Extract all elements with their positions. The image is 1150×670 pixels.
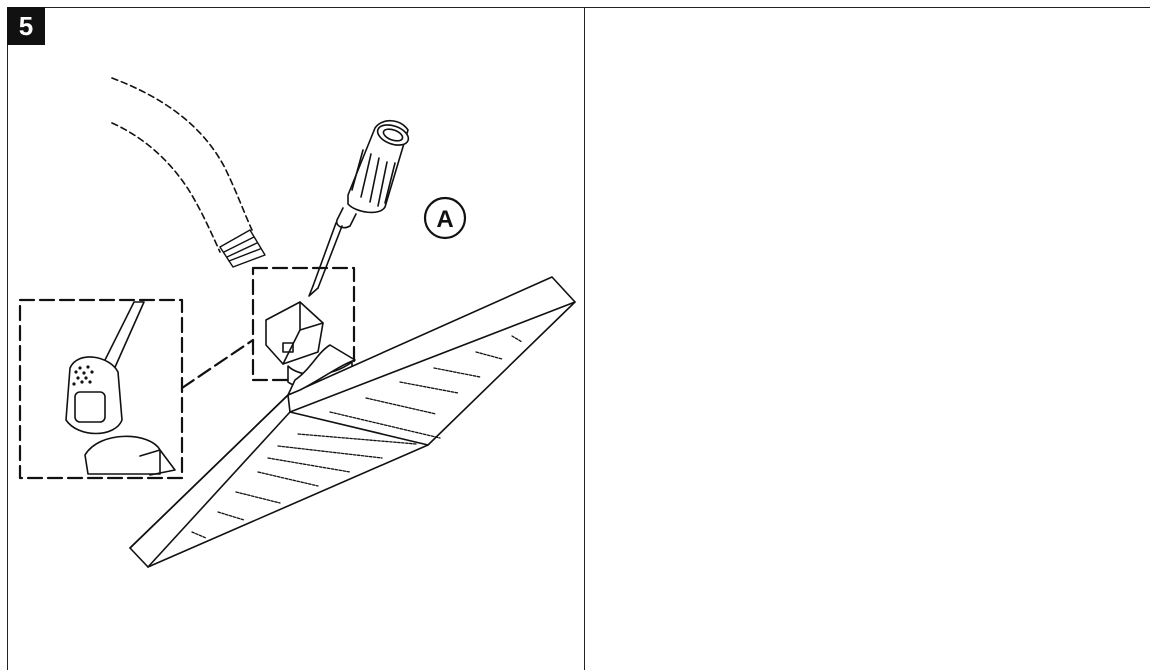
debris-icon	[72, 365, 94, 386]
screwdriver-icon	[308, 119, 410, 297]
showerhead-icon	[129, 276, 576, 568]
nozzle-rows	[191, 335, 523, 539]
callout-a-label: A	[436, 206, 453, 233]
step-number-badge: 5	[7, 7, 45, 45]
detail-magnified-icon	[65, 301, 176, 476]
detail-box-large	[18, 298, 184, 480]
shower-arm-thread-icon	[219, 229, 266, 268]
callout-a-circle	[423, 196, 467, 240]
right-panel-empty	[585, 7, 1150, 670]
left-panel	[7, 7, 585, 670]
shower-arm-icon	[111, 77, 253, 253]
detail-connector-line	[180, 338, 255, 390]
